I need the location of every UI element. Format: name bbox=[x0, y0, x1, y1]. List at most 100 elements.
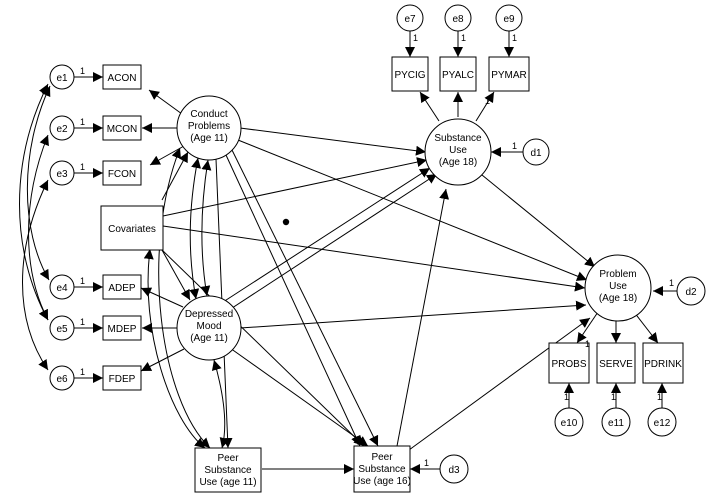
path-conduct-peer16-a bbox=[225, 154, 361, 447]
error-e4: e4 bbox=[49, 274, 75, 300]
observed-mdep: MDEP bbox=[102, 315, 142, 341]
loading-e12: 1 bbox=[657, 392, 662, 402]
error-e3-label: e3 bbox=[56, 169, 68, 180]
paths-layer bbox=[19, 31, 677, 474]
latent-conduct-line2: Problems bbox=[188, 121, 230, 132]
latent-depressed-line3: (Age 11) bbox=[190, 333, 228, 344]
observed-serve-label: SERVE bbox=[599, 359, 633, 370]
error-e12: e12 bbox=[647, 407, 677, 437]
path-depressed-problem bbox=[239, 300, 587, 329]
error-e2-label: e2 bbox=[56, 124, 68, 135]
error-e5: e5 bbox=[49, 315, 75, 341]
loading-e11: 1 bbox=[611, 392, 616, 402]
cov-e2-e5 bbox=[28, 134, 49, 321]
observed-acon: ACON bbox=[102, 64, 142, 90]
latent-depressed-mood: Depressed Mood (Age 11) bbox=[176, 295, 242, 361]
disturbance-d1-label: d1 bbox=[530, 148, 542, 159]
disturbance-d3-label: d3 bbox=[448, 465, 460, 476]
path-conduct-problem bbox=[237, 139, 588, 281]
error-e8-label: e8 bbox=[452, 14, 464, 25]
loading-e10: 1 bbox=[564, 392, 569, 402]
latent-conduct-line1: Conduct bbox=[190, 109, 227, 120]
path-depressed-peer16 bbox=[229, 347, 369, 447]
observed-mcon-label: MCON bbox=[107, 124, 138, 135]
path-depressed-substance-b bbox=[225, 173, 438, 313]
observed-fcon: FCON bbox=[102, 160, 142, 186]
error-e10-label: e10 bbox=[561, 418, 578, 429]
path-depressed-fdep bbox=[140, 348, 185, 372]
error-e11-label: e11 bbox=[608, 418, 624, 429]
disturbance-d3: d3 bbox=[439, 454, 469, 484]
path-conduct-peer16-b bbox=[231, 149, 379, 447]
observed-pymar-label: PYMAR bbox=[491, 70, 527, 81]
error-e10: e10 bbox=[554, 407, 584, 437]
error-e7: e7 bbox=[396, 4, 424, 32]
observed-pyalc: PYALC bbox=[439, 56, 477, 92]
disturbance-d1: d1 bbox=[522, 138, 550, 166]
path-substance-pycig bbox=[419, 91, 440, 122]
path-covariates-problem bbox=[162, 225, 586, 292]
latent-problem-line1: Problem bbox=[599, 269, 636, 280]
cov-e1-e5 bbox=[19, 83, 49, 321]
loading-d3: 1 bbox=[424, 458, 429, 468]
loading-e1: 1 bbox=[80, 66, 85, 76]
observed-pdrink-label: PDRINK bbox=[644, 359, 682, 370]
path-conduct-fcon bbox=[149, 145, 185, 166]
observed-peer11-line1: Peer bbox=[217, 453, 239, 464]
latent-substance-line1: Substance bbox=[434, 133, 482, 144]
path-covariates-depressed bbox=[161, 249, 191, 301]
latent-depressed-line2: Mood bbox=[196, 321, 221, 332]
path-covariates-conduct bbox=[161, 151, 189, 201]
error-e9: e9 bbox=[495, 4, 523, 32]
cov-depressed-peer11 bbox=[211, 359, 230, 449]
latent-substance-line3: (Age 18) bbox=[439, 157, 477, 168]
observed-pymar: PYMAR bbox=[488, 56, 530, 92]
observed-covariates-label: Covariates bbox=[108, 224, 156, 235]
path-substance-pymar bbox=[475, 91, 495, 122]
path-substance-problem bbox=[481, 174, 596, 268]
observed-fcon-label: FCON bbox=[108, 169, 136, 180]
error-e7-label: e7 bbox=[404, 14, 416, 25]
loading-e8: 1 bbox=[461, 33, 466, 43]
path-peer16-problem bbox=[408, 317, 591, 451]
path-depressed-substance-a bbox=[219, 167, 431, 305]
observed-peer-use-age11: Peer Substance Use (age 11) bbox=[194, 447, 262, 493]
observed-probs-label: PROBS bbox=[551, 359, 586, 370]
observed-peer16-line3: Use (age 16) bbox=[353, 476, 411, 487]
loading-e9: 1 bbox=[512, 33, 517, 43]
loading-e6: 1 bbox=[80, 367, 85, 377]
cov-conduct-peer11 bbox=[158, 147, 211, 449]
loading-e3: 1 bbox=[80, 162, 85, 172]
latent-substance-line2: Use bbox=[449, 145, 467, 156]
disturbance-d2: d2 bbox=[676, 276, 706, 306]
error-e3: e3 bbox=[49, 160, 75, 186]
loading-substance-pymar: 1 bbox=[485, 96, 490, 106]
observed-mcon: MCON bbox=[102, 115, 142, 141]
observed-peer16-line1: Peer bbox=[371, 452, 393, 463]
observed-mdep-label: MDEP bbox=[108, 324, 137, 335]
latent-problem-line3: (Age 18) bbox=[599, 293, 637, 304]
path-peer16-substance bbox=[396, 188, 450, 447]
observed-adep-label: ADEP bbox=[108, 283, 136, 294]
error-e9-label: e9 bbox=[503, 14, 515, 25]
observed-adep: ADEP bbox=[102, 274, 142, 300]
loading-d1: 1 bbox=[512, 141, 517, 151]
cov-conduct-depressed-b bbox=[200, 159, 212, 297]
path-conduct-acon bbox=[148, 89, 183, 115]
path-problem-pdrink bbox=[633, 311, 659, 344]
observed-pycig-label: PYCIG bbox=[394, 70, 425, 81]
observed-peer-use-age16: Peer Substance Use (age 16) bbox=[353, 445, 411, 493]
latent-conduct-problems: Conduct Problems (Age 11) bbox=[176, 95, 242, 161]
observed-covariates: Covariates bbox=[100, 205, 164, 251]
observed-pdrink: PDRINK bbox=[642, 342, 684, 384]
error-e6-label: e6 bbox=[56, 374, 68, 385]
observed-pycig: PYCIG bbox=[391, 56, 429, 92]
observed-peer11-line3: Use (age 11) bbox=[199, 477, 256, 488]
loading-e2: 1 bbox=[80, 117, 85, 127]
observed-probs: PROBS bbox=[548, 342, 590, 384]
disturbance-d2-label: d2 bbox=[685, 287, 697, 298]
observed-fdep: FDEP bbox=[102, 365, 142, 391]
loading-e4: 1 bbox=[80, 276, 85, 286]
observed-serve: SERVE bbox=[596, 342, 636, 384]
